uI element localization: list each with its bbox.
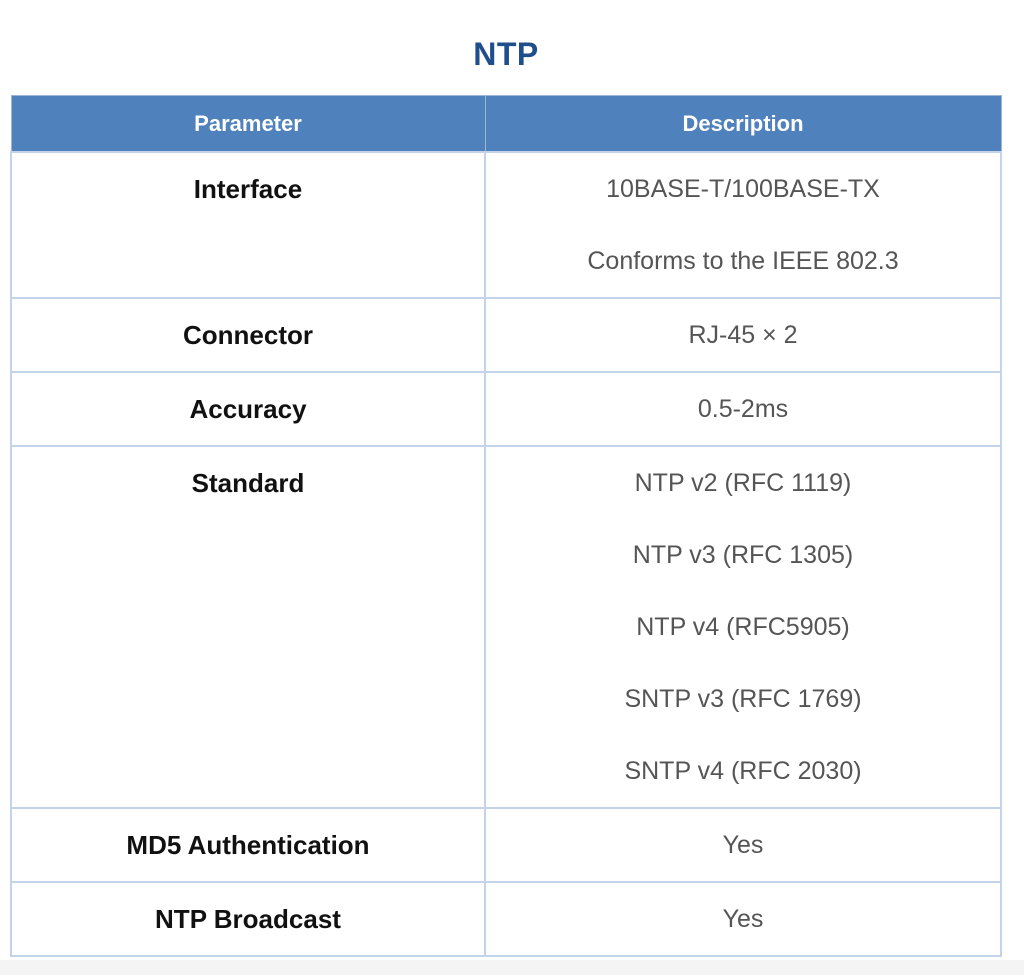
column-header-parameter: Parameter (10, 95, 486, 153)
description-text: NTP v3 (RFC 1305) (632, 541, 854, 569)
table-row: MD5 Authentication Yes (10, 807, 1002, 883)
table-row: NTP Broadcast Yes (10, 881, 1002, 957)
description-text: SNTP v3 (RFC 1769) (624, 685, 862, 713)
description-cell: NTP v2 (RFC 1119) NTP v3 (RFC 1305) NTP … (484, 445, 1002, 809)
page-title: NTP (473, 36, 539, 72)
parameter-label: Standard (191, 468, 305, 498)
description-cell: 10BASE-T/100BASE-TX Conforms to the IEEE… (484, 151, 1002, 299)
table-row: Accuracy 0.5-2ms (10, 371, 1002, 447)
page-footer-strip (0, 960, 1024, 975)
column-header-description: Description (484, 95, 1002, 153)
description-cell: Yes (484, 807, 1002, 883)
description-text: RJ-45 × 2 (688, 321, 798, 349)
parameter-label: Interface (193, 174, 303, 204)
table-row: Standard NTP v2 (RFC 1119) NTP v3 (RFC 1… (10, 445, 1002, 809)
description-text: 10BASE-T/100BASE-TX (606, 175, 880, 203)
parameter-cell: NTP Broadcast (10, 881, 486, 957)
table-row: Connector RJ-45 × 2 (10, 297, 1002, 373)
parameter-label: MD5 Authentication (126, 830, 370, 860)
parameter-label: NTP Broadcast (155, 904, 341, 934)
description-cell: RJ-45 × 2 (484, 297, 1002, 373)
parameter-cell: Accuracy (10, 371, 486, 447)
description-cell: Yes (484, 881, 1002, 957)
description-text: 0.5-2ms (697, 395, 789, 423)
description-cell: 0.5-2ms (484, 371, 1002, 447)
spec-table: Parameter Description Interface 10BASE-T… (10, 95, 1002, 957)
description-text: SNTP v4 (RFC 2030) (624, 757, 862, 785)
description-text: Conforms to the IEEE 802.3 (587, 247, 899, 275)
table-row: Interface 10BASE-T/100BASE-TX Conforms t… (10, 151, 1002, 299)
description-text: NTP v4 (RFC5905) (636, 613, 850, 641)
table-header-row: Parameter Description (10, 95, 1002, 153)
description-text: Yes (722, 831, 764, 859)
parameter-cell: Standard (10, 445, 486, 809)
description-text: NTP v2 (RFC 1119) (634, 469, 852, 497)
parameter-label: Connector (183, 320, 313, 350)
description-text: Yes (722, 905, 764, 933)
parameter-cell: Connector (10, 297, 486, 373)
parameter-cell: Interface (10, 151, 486, 299)
parameter-cell: MD5 Authentication (10, 807, 486, 883)
parameter-label: Accuracy (189, 394, 307, 424)
